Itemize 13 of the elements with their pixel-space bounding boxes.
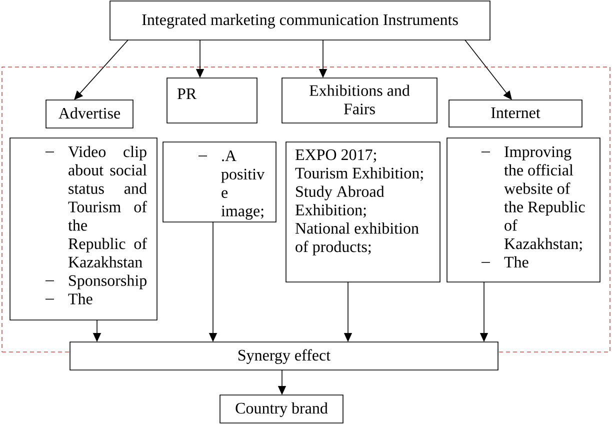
list-box: Improving the official website of the Republic of Kazakhstan; The [446,138,600,282]
arrow [74,40,128,100]
header-box: Integrated marketing communication Instruments [110,0,490,40]
list-box: Video clip about social status and Tourism of the Republic of Kazakhstan Sponsorship The [10,138,158,320]
list-box: EXPO 2017; Tourism Exhibition; Study Abroad Exhibition; National exhibition of products; [286,142,440,282]
arrow [464,40,512,100]
category-box: Advertise [46,100,134,128]
category-box: PR [166,78,258,124]
result-box: Synergy effect [70,342,498,370]
list-box: .A positiv e image; [162,142,276,222]
category-box: Internet [448,100,582,128]
category-box: Exhibitions and Fairs [282,78,438,124]
result-box: Country brand [220,394,344,424]
